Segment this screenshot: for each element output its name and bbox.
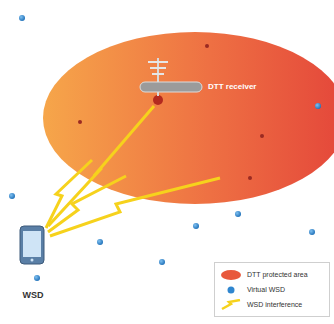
- legend-swatch: [220, 284, 242, 296]
- wsd-phone-icon: [20, 226, 44, 264]
- wsd-device: WSD: [14, 224, 52, 308]
- receiver-label: DTT receiver: [206, 81, 259, 92]
- legend-row: Virtual WSD: [220, 282, 324, 297]
- legend-swatch: [220, 269, 242, 281]
- legend-label: Virtual WSD: [247, 286, 285, 293]
- antenna-icon: [140, 58, 202, 105]
- legend-label: DTT protected area: [247, 271, 308, 278]
- bolt-swatch: [222, 300, 240, 309]
- interference-bolt: [48, 106, 154, 226]
- area-swatch: [221, 270, 241, 280]
- legend-row: DTT protected area: [220, 267, 324, 282]
- virtual-wsd-dots: [9, 15, 321, 281]
- dot-swatch: [228, 286, 235, 293]
- legend-swatch: [220, 299, 242, 311]
- node-label: DTT receiver: [208, 82, 257, 91]
- area-dots: [78, 44, 264, 180]
- node-label: WSD: [14, 290, 52, 300]
- legend-label: WSD interference: [247, 301, 302, 308]
- legend: DTT protected areaVirtual WSD WSD interfe…: [214, 262, 330, 317]
- legend-row: WSD interference: [220, 297, 324, 312]
- protected-area: [43, 32, 334, 204]
